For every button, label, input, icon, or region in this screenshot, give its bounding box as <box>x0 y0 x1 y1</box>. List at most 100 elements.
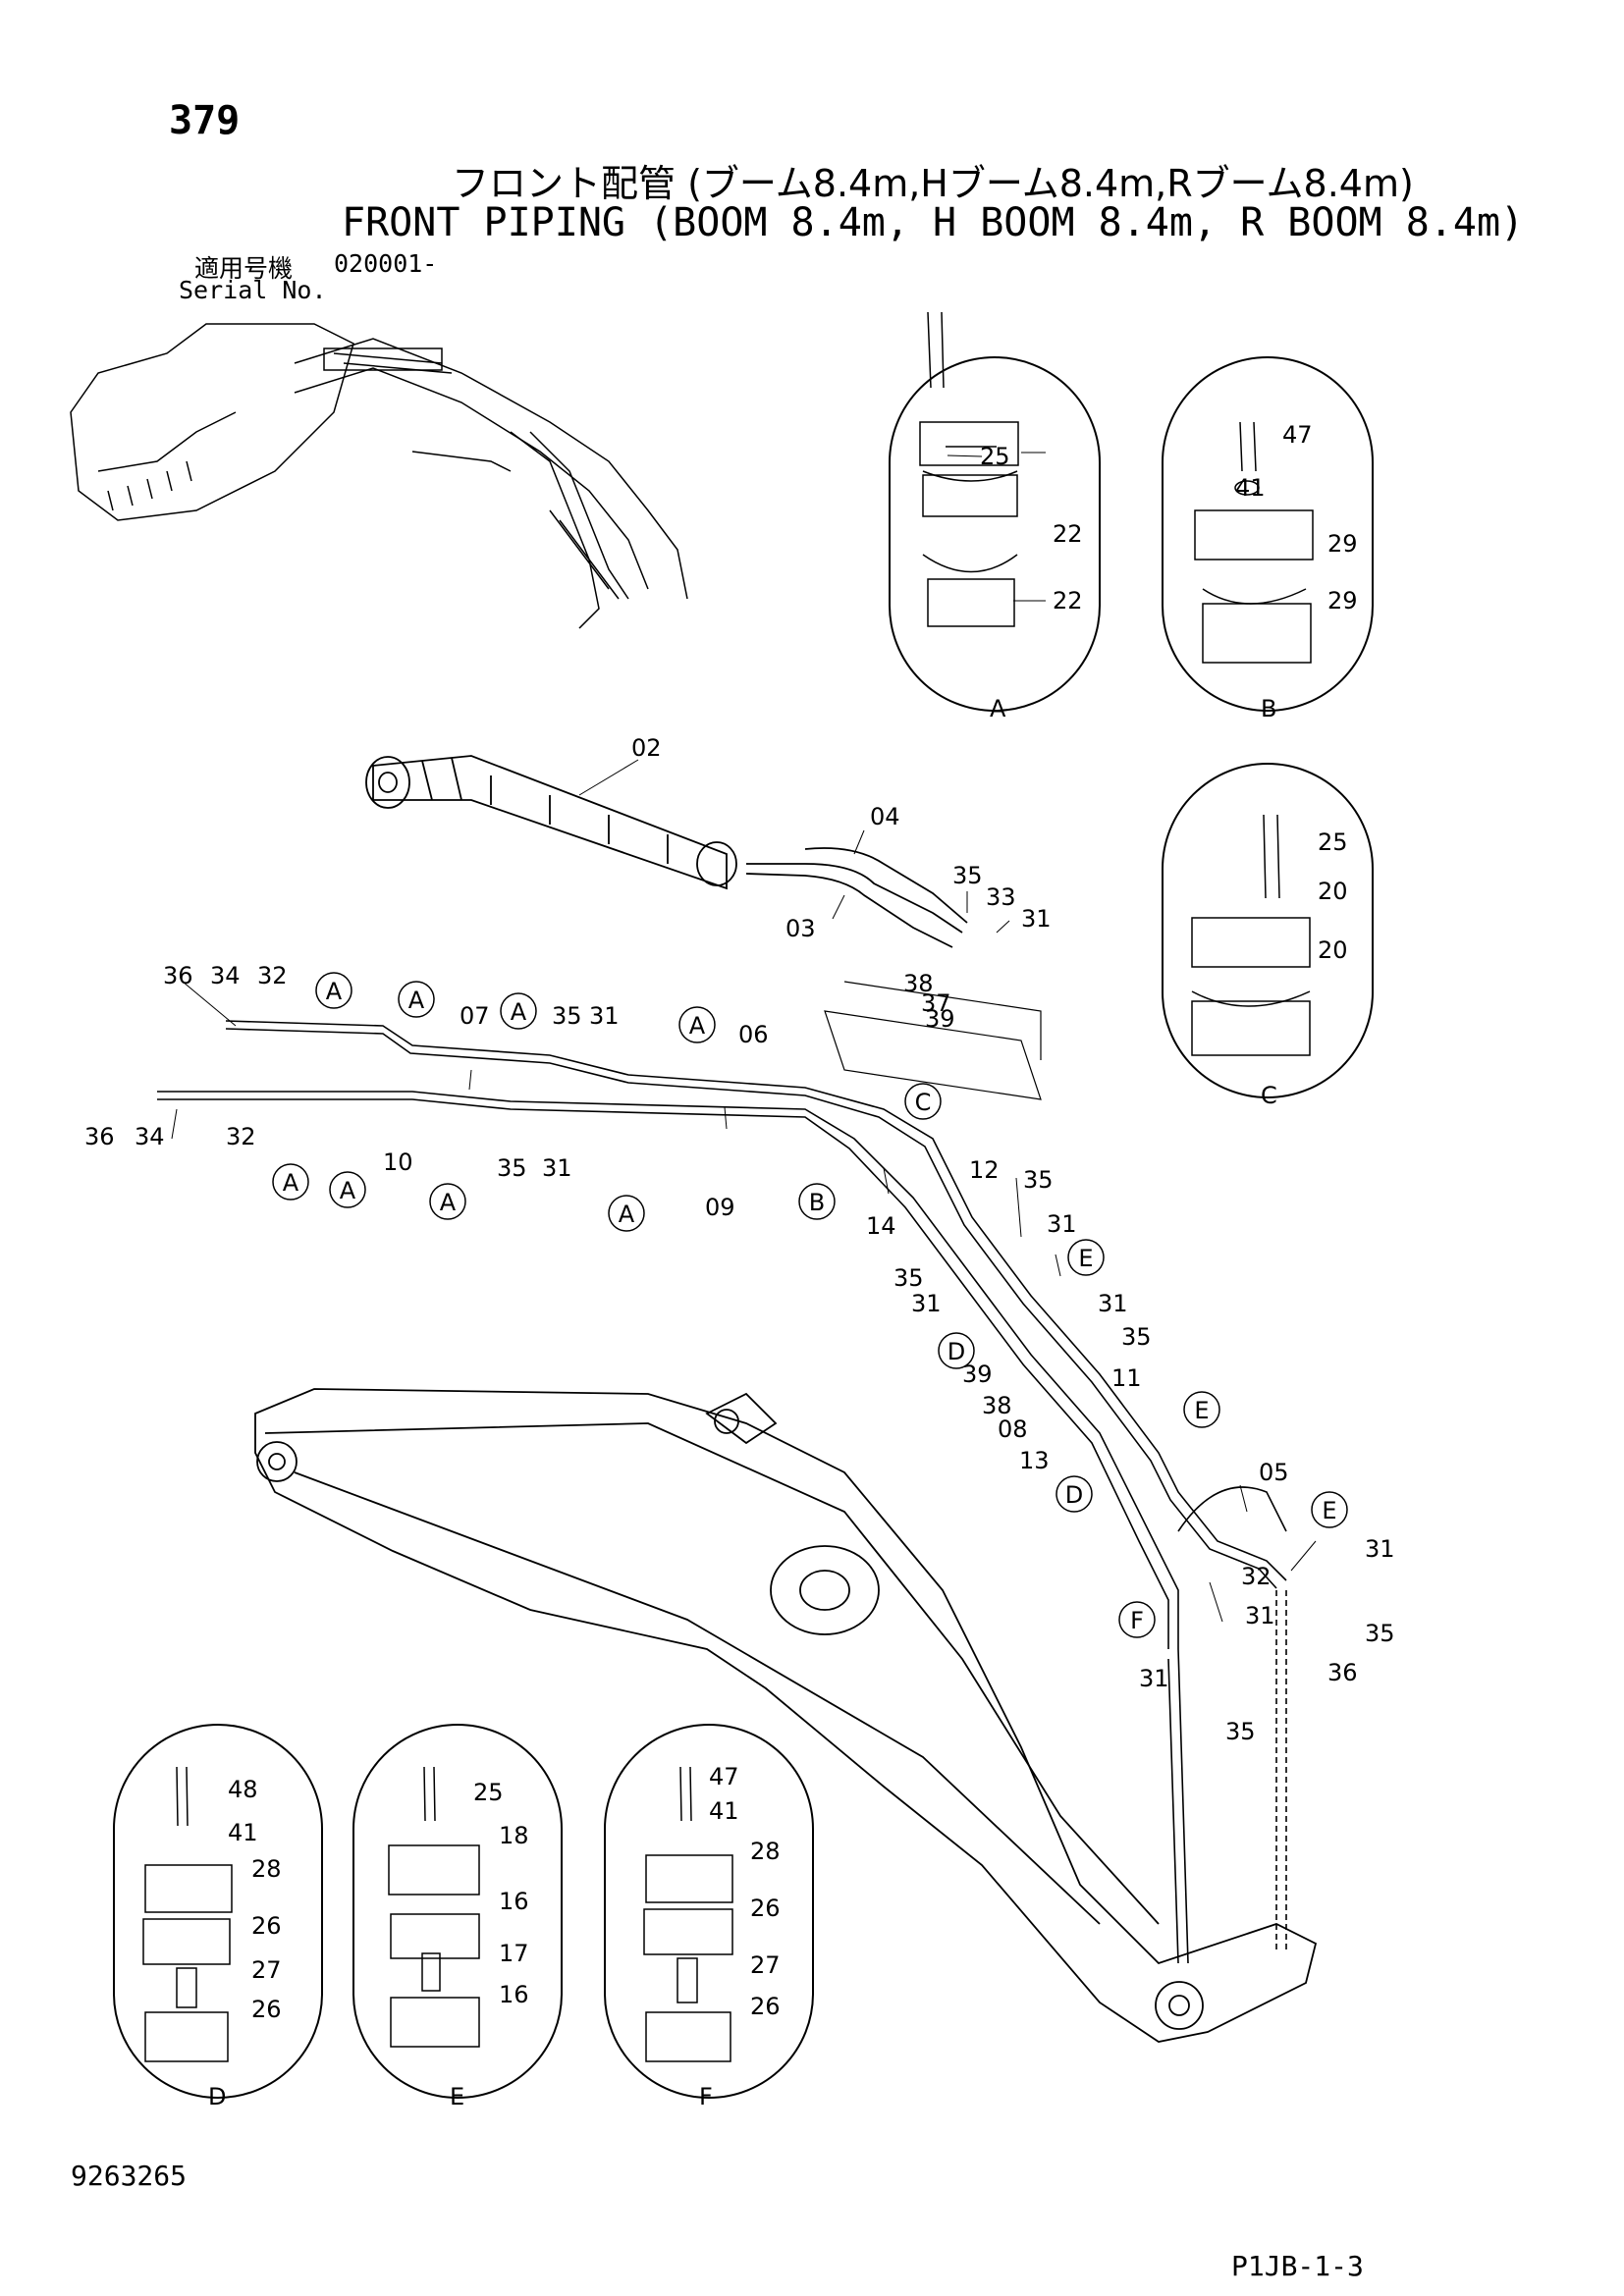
callout-35: 35 <box>497 1154 527 1182</box>
leader-lines <box>171 759 1317 1623</box>
detail-d-part: 26 <box>251 1912 282 1940</box>
serial-label-english: Serial No. <box>179 276 327 304</box>
callout-36: 36 <box>163 962 193 989</box>
pipe-runs <box>157 981 1287 1964</box>
detail-box-e <box>352 1724 563 2099</box>
callout-35: 35 <box>893 1264 924 1292</box>
detail-d-part: 41 <box>228 1819 258 1846</box>
detail-box-a <box>889 311 1101 712</box>
title-english: FRONT PIPING (BOOM 8.4m, H BOOM 8.4m, R … <box>342 200 1525 245</box>
detail-f-part: 28 <box>750 1838 781 1865</box>
detail-c-part: 20 <box>1318 936 1348 964</box>
ref-a: A <box>440 1189 457 1216</box>
detail-f-part: 26 <box>750 1993 781 2020</box>
callout-09: 09 <box>705 1194 735 1221</box>
page-code: P1JB-1-3 <box>1231 2250 1364 2282</box>
ref-a: A <box>326 978 343 1005</box>
detail-e-part: 18 <box>499 1822 529 1849</box>
callout-10: 10 <box>383 1148 413 1176</box>
callout-14: 14 <box>866 1212 896 1240</box>
callout-32: 32 <box>257 962 288 989</box>
ref-a: A <box>283 1169 299 1197</box>
ref-e: E <box>1322 1497 1336 1524</box>
ref-a: A <box>340 1177 356 1204</box>
ref-f: F <box>1130 1607 1144 1634</box>
callout-39: 39 <box>962 1361 993 1388</box>
page-number: 379 <box>169 98 241 143</box>
ref-e: E <box>1194 1397 1209 1424</box>
detail-d-part: 48 <box>228 1776 258 1803</box>
callout-03: 03 <box>785 915 816 942</box>
detail-b-part: 41 <box>1235 474 1266 502</box>
detail-box-c <box>1162 763 1374 1098</box>
detail-f-part: 47 <box>709 1763 739 1790</box>
callout-31: 31 <box>1139 1665 1169 1692</box>
ref-b: B <box>809 1189 825 1216</box>
detail-e-label: E <box>450 2083 464 2110</box>
ref-a: A <box>408 987 425 1014</box>
callout-02: 02 <box>631 734 662 762</box>
callout-36: 36 <box>1327 1659 1358 1686</box>
ref-d: D <box>947 1338 965 1365</box>
callout-38: 38 <box>903 970 934 997</box>
callout-31: 31 <box>1098 1290 1128 1317</box>
callout-31: 31 <box>911 1290 942 1317</box>
title-japanese: フロント配管 (ブーム8.4m,Hブーム8.4m,Rブーム8.4m) <box>452 162 1414 205</box>
serial-label-japanese: 適用号機 <box>194 254 294 283</box>
detail-c-part: 25 <box>1318 828 1348 856</box>
detail-e-part: 25 <box>473 1779 504 1806</box>
callout-34: 34 <box>135 1123 165 1150</box>
callout-07: 07 <box>460 1002 490 1030</box>
detail-f-label: F <box>699 2083 713 2110</box>
callout-13: 13 <box>1019 1447 1050 1474</box>
callout-31: 31 <box>1021 905 1052 933</box>
detail-f-part: 27 <box>750 1951 781 1979</box>
detail-ref-letters: A A A A A A A A C B E D E D E F <box>283 978 1337 1634</box>
detail-a-part: 25 <box>980 443 1010 470</box>
callout-35: 35 <box>952 862 983 889</box>
arm-structure <box>254 1388 1318 2043</box>
callout-06: 06 <box>738 1021 769 1048</box>
detail-ref-circles <box>272 972 1348 1638</box>
boom-cylinder <box>365 755 968 948</box>
callout-31: 31 <box>1047 1210 1077 1238</box>
ref-c: C <box>915 1089 932 1116</box>
callout-12: 12 <box>969 1156 1000 1184</box>
callout-35: 35 <box>1121 1323 1152 1351</box>
callout-08: 08 <box>998 1415 1028 1443</box>
callout-38: 38 <box>982 1392 1012 1419</box>
detail-box-b <box>1162 356 1374 712</box>
callout-36: 36 <box>84 1123 115 1150</box>
detail-a-part: 22 <box>1053 520 1083 548</box>
callout-31: 31 <box>589 1002 620 1030</box>
detail-c-label: C <box>1261 1082 1277 1109</box>
detail-c-part: 20 <box>1318 878 1348 905</box>
ref-a: A <box>619 1201 635 1228</box>
callout-37: 37 <box>921 989 951 1017</box>
overview-sketch <box>70 323 688 629</box>
detail-e-part: 17 <box>499 1940 529 1967</box>
serial-number-value: 020001- <box>334 249 438 278</box>
detail-d-part: 27 <box>251 1956 282 1984</box>
ref-a: A <box>689 1012 706 1040</box>
detail-d-label: D <box>208 2083 226 2110</box>
ref-e: E <box>1078 1245 1093 1272</box>
detail-a-label: A <box>990 695 1006 722</box>
detail-e-part: 16 <box>499 1981 529 2008</box>
detail-a-part: 22 <box>1053 587 1083 614</box>
callout-11: 11 <box>1111 1364 1142 1392</box>
callout-35: 35 <box>552 1002 582 1030</box>
detail-b-part: 47 <box>1282 421 1313 449</box>
detail-e-part: 16 <box>499 1888 529 1915</box>
detail-b-part: 29 <box>1327 587 1358 614</box>
callout-31: 31 <box>1365 1535 1395 1563</box>
callout-33: 33 <box>986 883 1016 911</box>
callout-34: 34 <box>210 962 241 989</box>
callout-35: 35 <box>1225 1718 1256 1745</box>
document-number: 9263265 <box>71 2160 188 2192</box>
callout-39: 39 <box>925 1005 955 1033</box>
callout-31: 31 <box>1245 1602 1275 1629</box>
callout-35: 35 <box>1023 1166 1054 1194</box>
ref-a: A <box>511 998 527 1026</box>
